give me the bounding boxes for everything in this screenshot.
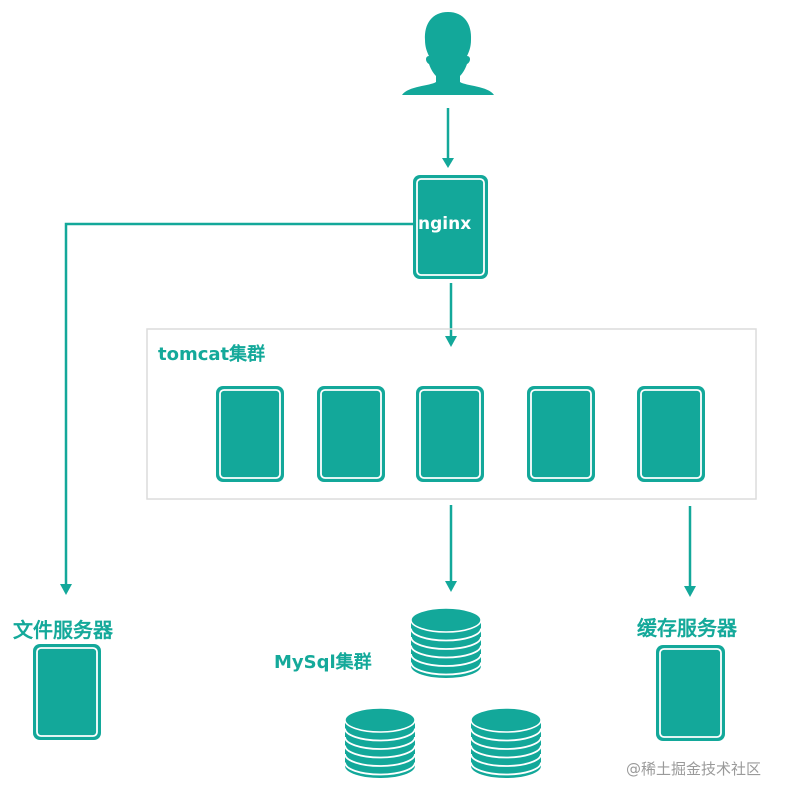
mysql-cluster-label: MySql集群 <box>274 652 372 673</box>
nginx-label: nginx <box>418 214 472 234</box>
tomcat-node <box>637 386 705 482</box>
file-server-label: 文件服务器 <box>13 618 113 642</box>
tomcat-cluster-label: tomcat集群 <box>158 344 266 365</box>
edge-tomcat-mysql <box>445 505 457 592</box>
tomcat-cluster-container <box>146 328 757 500</box>
tomcat-node <box>216 386 284 482</box>
user-icon <box>402 12 494 95</box>
watermark: @稀土掘金技术社区 <box>626 760 762 778</box>
cache-server <box>656 645 725 741</box>
tomcat-node <box>416 386 484 482</box>
edge-nginx-tomcat <box>445 283 457 347</box>
mysql-database-icon <box>344 707 416 778</box>
edge-tomcat-cache <box>684 506 696 597</box>
tomcat-nodes <box>216 386 705 482</box>
file-server <box>33 644 101 740</box>
nginx-server <box>413 175 488 279</box>
cache-server-label: 缓存服务器 <box>637 616 737 640</box>
mysql-databases <box>344 607 542 778</box>
mysql-database-icon <box>410 607 482 678</box>
tomcat-node <box>527 386 595 482</box>
mysql-database-icon <box>470 707 542 778</box>
edge-user-nginx <box>442 108 454 168</box>
edge-nginx-fileserver <box>60 222 414 595</box>
tomcat-node <box>317 386 385 482</box>
